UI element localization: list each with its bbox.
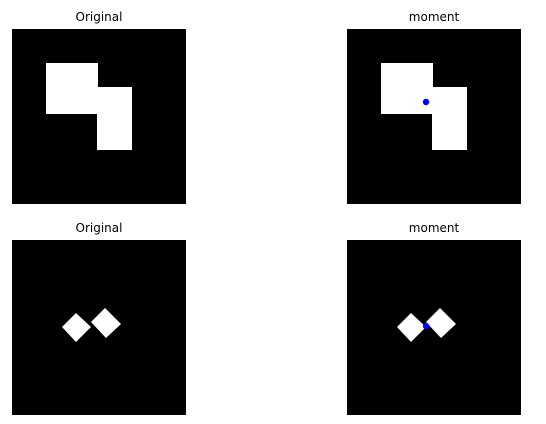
shape-diamond-left	[62, 313, 91, 342]
image-moment-bottom-canvas	[397, 308, 456, 342]
shape-block-upper	[46, 63, 98, 114]
panel-title-original-top: Original	[75, 10, 123, 24]
centroid-dot	[422, 322, 430, 330]
image-moment-bottom	[347, 240, 521, 415]
image-original-top-canvas	[46, 63, 132, 150]
panel-title-original-bottom: Original	[75, 221, 123, 235]
image-moment-top	[347, 29, 521, 204]
image-original-top	[12, 29, 186, 204]
shape-block-lower	[432, 87, 467, 150]
shape-diamond-right	[426, 308, 456, 338]
image-original-bottom-canvas	[62, 308, 121, 342]
shape-block-lower	[97, 87, 132, 150]
image-moment-top-canvas	[381, 63, 467, 150]
panel-title-moment-top: moment	[408, 10, 460, 24]
panel-title-moment-bottom: moment	[408, 221, 460, 235]
image-original-bottom	[12, 240, 186, 415]
shape-diamond-right	[91, 308, 121, 338]
centroid-dot	[422, 98, 430, 106]
shape-diamond-left	[397, 313, 426, 342]
shape-block-upper	[381, 63, 433, 114]
